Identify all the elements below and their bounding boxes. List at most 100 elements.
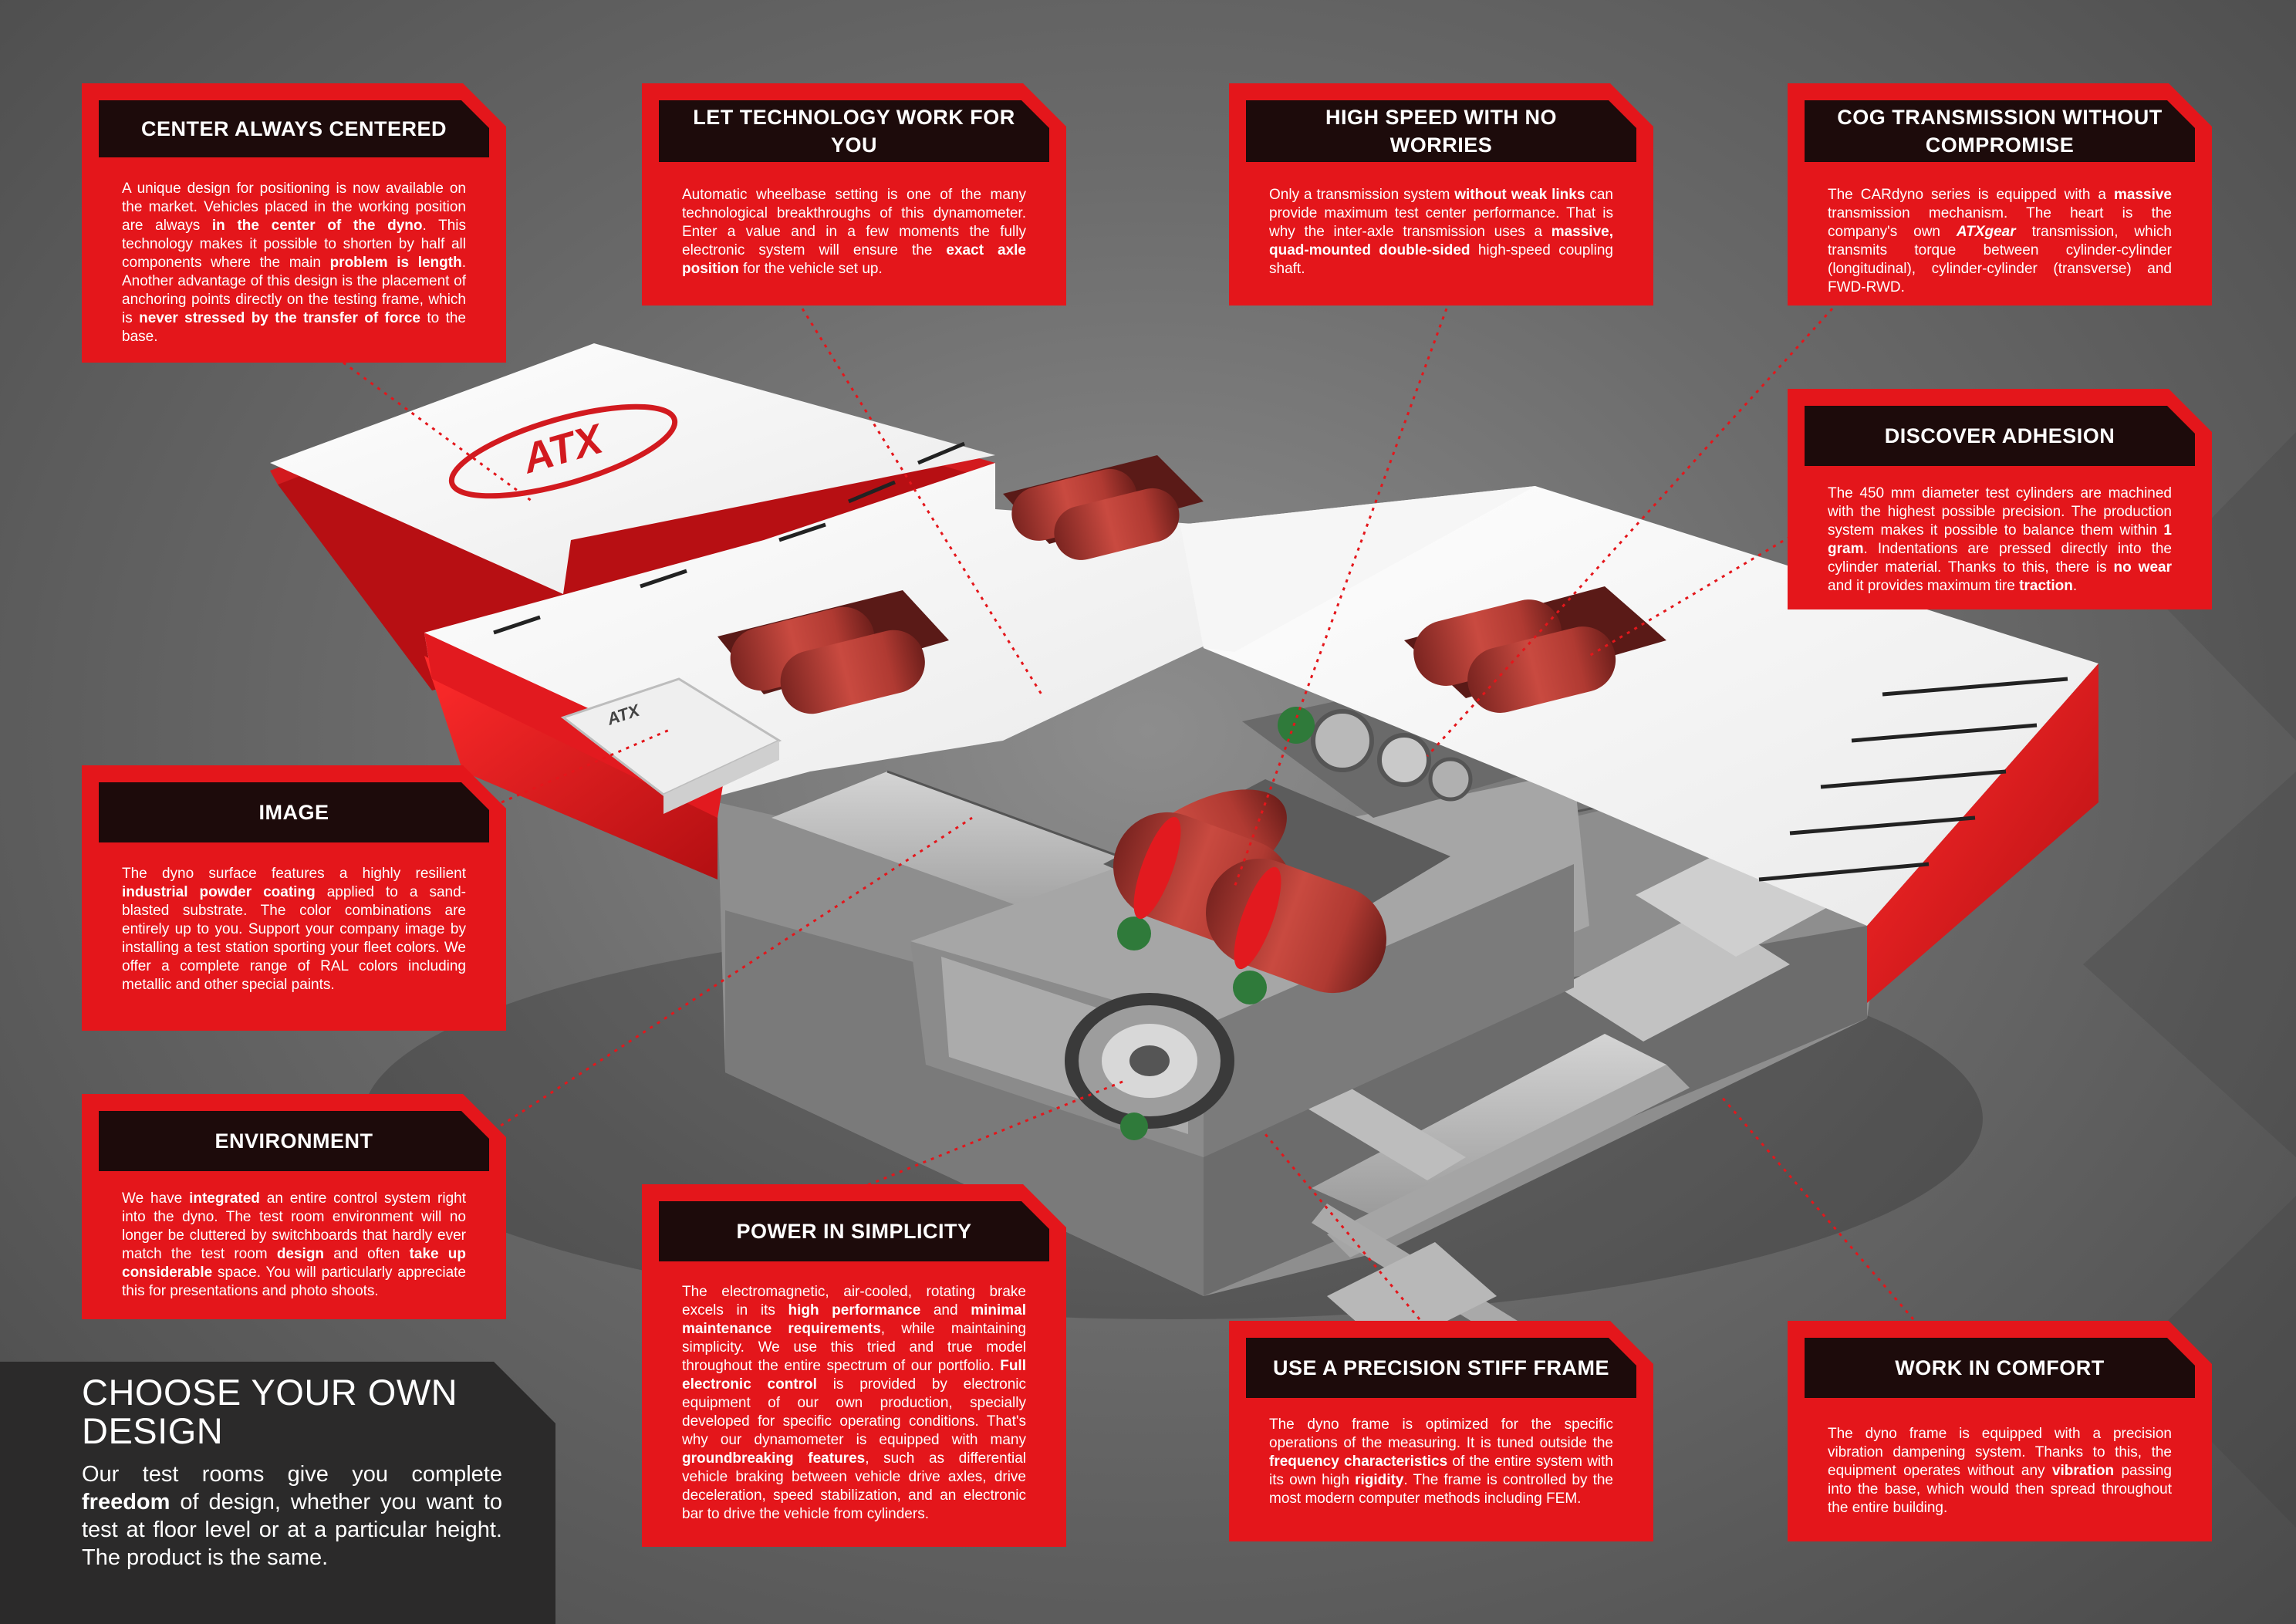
choose-design-title: CHOOSE YOUR OWN DESIGN bbox=[82, 1372, 458, 1451]
body-text: is provided by electronic equipment of o… bbox=[682, 1376, 1026, 1448]
callout-body: Only a transmission system without weak … bbox=[1269, 186, 1613, 279]
body-text: The CARdyno series is equipped with a bbox=[1828, 187, 2114, 203]
callout-title: USE A PRECISION STIFF FRAME bbox=[1246, 1338, 1636, 1398]
body-text: . bbox=[2072, 578, 2078, 594]
emphasis-text: without weak links bbox=[1454, 187, 1585, 203]
emphasis-text: exact axle position bbox=[682, 242, 1027, 277]
emphasis-text: no wear bbox=[2113, 559, 2172, 576]
body-text: transmission, which transmits torque bet… bbox=[1828, 224, 2172, 295]
callout-body: The electromagnetic, air-cooled, rotatin… bbox=[682, 1283, 1026, 1524]
choose-design-body: Our test rooms give you complete freedom… bbox=[82, 1460, 502, 1572]
body-text: Only a transmission system bbox=[1269, 187, 1455, 203]
callout-title: WORK IN COMFORT bbox=[1805, 1338, 2195, 1398]
callout-title: IMAGE bbox=[99, 782, 489, 842]
callout-body: A unique design for positioning is now a… bbox=[122, 180, 466, 346]
body-text: can provide maximum test center performa… bbox=[1269, 187, 1613, 240]
emphasis-text: freedom bbox=[82, 1490, 171, 1514]
body-text: and it provides maximum tire bbox=[1828, 578, 2020, 594]
right-roller bbox=[1404, 586, 1666, 713]
body-text: The 450 mm diameter test cylinders are m… bbox=[1828, 485, 2172, 539]
body-text: of the entire system with its own high bbox=[1269, 1453, 1613, 1488]
body-text: . Another advantage of this design is th… bbox=[122, 255, 466, 326]
callout-title: HIGH SPEED WITH NO WORRIES bbox=[1246, 100, 1636, 162]
plate-slots bbox=[493, 441, 965, 635]
callout-title: COG TRANSMISSION WITHOUT COMPROMISE bbox=[1805, 100, 2195, 162]
body-text: , such as differential vehicle braking b… bbox=[682, 1450, 1026, 1522]
callout-discover-adhesion: DISCOVER ADHESION The 450 mm diameter te… bbox=[1788, 389, 2212, 609]
emphasis-text: problem is length bbox=[329, 255, 462, 271]
emphasis-text: ATXgear bbox=[1956, 224, 2016, 240]
callout-body: The dyno frame is optimized for the spec… bbox=[1269, 1416, 1613, 1508]
callout-power-in-simplicity: POWER IN SIMPLICITY The electromagnetic,… bbox=[642, 1184, 1066, 1547]
emphasis-text: groundbreaking features bbox=[682, 1450, 866, 1467]
body-text: , while maintaining simplicity. We use t… bbox=[682, 1321, 1026, 1374]
callout-body: Automatic wheelbase setting is one of th… bbox=[682, 186, 1026, 279]
emphasis-text: massive bbox=[2113, 187, 2172, 203]
body-text: of design, whether you want to test at f… bbox=[82, 1490, 502, 1570]
body-text: . The frame is controlled by the most mo… bbox=[1269, 1472, 1613, 1507]
emphasis-text: 1 gram bbox=[1828, 522, 2172, 557]
emphasis-text: high performance bbox=[788, 1302, 921, 1318]
body-text: Our test rooms give you complete bbox=[82, 1462, 502, 1487]
body-text: space. You will particularly appreciate … bbox=[122, 1264, 466, 1299]
callout-title: DISCOVER ADHESION bbox=[1805, 406, 2195, 466]
body-text: The electromagnetic, air-cooled, rotatin… bbox=[682, 1284, 1026, 1318]
callout-cog-transmission: COG TRANSMISSION WITHOUT COMPROMISE The … bbox=[1788, 83, 2212, 306]
callout-body: We have integrated an entire control sys… bbox=[122, 1190, 466, 1301]
emphasis-text: frequency characteristics bbox=[1269, 1453, 1448, 1470]
body-text: The dyno frame is equipped with a precis… bbox=[1828, 1426, 2172, 1479]
bearing-2 bbox=[1233, 971, 1267, 1004]
emphasis-text: in the center of the dyno bbox=[211, 218, 423, 234]
body-text: and bbox=[920, 1302, 971, 1318]
callout-precision-frame: USE A PRECISION STIFF FRAME The dyno fra… bbox=[1229, 1321, 1653, 1541]
body-text: applied to a sand-blasted substrate. The… bbox=[122, 884, 466, 993]
callout-let-technology-work: LET TECHNOLOGY WORK FOR YOU Automatic wh… bbox=[642, 83, 1066, 306]
callout-title: LET TECHNOLOGY WORK FOR YOU bbox=[659, 100, 1049, 162]
callout-body: The dyno surface features a highly resil… bbox=[122, 865, 466, 994]
callout-high-speed: HIGH SPEED WITH NO WORRIES Only a transm… bbox=[1229, 83, 1653, 306]
center-rollers bbox=[1103, 779, 1450, 994]
body-text: The dyno surface features a highly resil… bbox=[122, 866, 466, 882]
body-text: for the vehicle set up. bbox=[738, 261, 883, 277]
brake-disc bbox=[1065, 993, 1234, 1129]
body-text: The dyno frame is optimized for the spec… bbox=[1269, 1416, 1613, 1451]
body-text: We have bbox=[122, 1190, 190, 1207]
body-text: . Indentations are pressed directly into… bbox=[1828, 541, 2172, 576]
body-text: . This technology makes it possible to s… bbox=[122, 218, 467, 271]
emphasis-text: traction bbox=[2019, 578, 2073, 594]
emphasis-text: Full electronic control bbox=[682, 1358, 1026, 1393]
callout-title: POWER IN SIMPLICITY bbox=[659, 1201, 1049, 1261]
callout-title: ENVIRONMENT bbox=[99, 1111, 489, 1171]
emphasis-text: massive, quad-mounted double-sided bbox=[1269, 224, 1613, 258]
callout-body: The 450 mm diameter test cylinders are m… bbox=[1828, 484, 2172, 596]
bearing-3 bbox=[1120, 1112, 1148, 1140]
callout-title: CENTER ALWAYS CENTERED bbox=[99, 100, 489, 157]
body-text: passing into the base, which would then … bbox=[1828, 1463, 2172, 1516]
callout-environment: ENVIRONMENT We have integrated an entire… bbox=[82, 1094, 506, 1319]
leader-lines bbox=[343, 307, 1915, 1320]
body-text: transmission mechanism. The heart is the… bbox=[1828, 205, 2172, 240]
emphasis-text: minimal maintenance requirements bbox=[682, 1302, 1026, 1337]
body-text: Automatic wheelbase setting is one of th… bbox=[682, 187, 1026, 258]
body-text: to the base. bbox=[122, 310, 466, 345]
emphasis-text: rigidity bbox=[1355, 1472, 1404, 1488]
emphasis-text: design bbox=[276, 1246, 325, 1262]
callout-work-in-comfort: WORK IN COMFORT The dyno frame is equipp… bbox=[1788, 1321, 2212, 1541]
emphasis-text: vibration bbox=[2051, 1463, 2115, 1479]
background-arrow-graphic bbox=[2083, 432, 2296, 1528]
callout-image: IMAGE The dyno surface features a highly… bbox=[82, 765, 506, 1031]
emphasis-text: take up considerable bbox=[122, 1246, 466, 1281]
body-text: A unique design for positioning is now a… bbox=[122, 181, 466, 234]
body-text: an entire control system right into the … bbox=[122, 1190, 466, 1262]
emphasis-text: industrial powder coating bbox=[122, 884, 316, 900]
callout-center-always-centered: CENTER ALWAYS CENTERED A unique design f… bbox=[82, 83, 506, 363]
rear-left-roller bbox=[1003, 455, 1204, 560]
choose-design-panel bbox=[0, 1362, 555, 1624]
gearbox bbox=[1242, 687, 1535, 818]
callout-body: The CARdyno series is equipped with a ma… bbox=[1828, 186, 2172, 297]
callout-body: The dyno frame is equipped with a precis… bbox=[1828, 1425, 2172, 1518]
emphasis-text: never stressed by the transfer of force bbox=[139, 310, 420, 326]
emphasis-text: integrated bbox=[189, 1190, 260, 1207]
